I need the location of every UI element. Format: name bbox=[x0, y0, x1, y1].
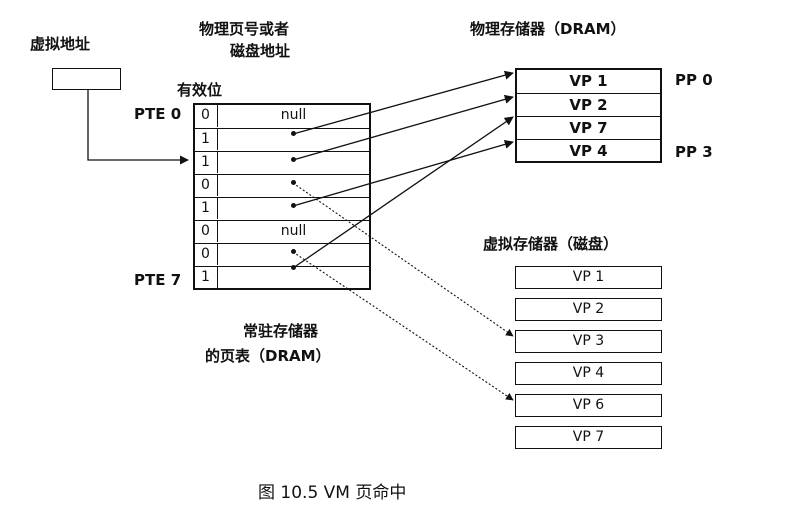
entry-cell: null bbox=[280, 107, 307, 123]
disk-page: VP 3 bbox=[515, 330, 662, 353]
phys-page-or-disk-label-2: 磁盘地址 bbox=[230, 42, 291, 60]
valid-bit-cell: 1 bbox=[195, 129, 218, 150]
table-row: 0 null bbox=[195, 105, 369, 127]
disk-page: VP 6 bbox=[515, 394, 662, 417]
valid-bit-label: 有效位 bbox=[177, 81, 223, 99]
table-row: 1 bbox=[195, 266, 369, 288]
figure-caption: 图 10.5 VM 页命中 bbox=[258, 483, 407, 503]
entry-cell: null bbox=[280, 223, 307, 239]
virtual-address-box bbox=[52, 68, 121, 90]
physical-page: VP 4 bbox=[517, 139, 660, 162]
physical-page: VP 7 bbox=[517, 116, 660, 139]
table-row: 1 bbox=[195, 128, 369, 150]
disk-page: VP 2 bbox=[515, 298, 662, 321]
table-row: 1 bbox=[195, 151, 369, 173]
physical-memory: VP 1 VP 2 VP 7 VP 4 bbox=[515, 68, 662, 163]
pointer-dot bbox=[291, 180, 296, 185]
disk-page: VP 1 bbox=[515, 266, 662, 289]
page-table: 0 null 1 1 0 1 0 null 0 1 bbox=[193, 103, 371, 290]
pte1-to-vp1-arrow bbox=[292, 70, 514, 135]
pp-first-label: PP 0 bbox=[675, 71, 713, 89]
pte3-to-disk-vp3-arrow bbox=[292, 182, 514, 337]
valid-bit-cell: 1 bbox=[195, 198, 218, 219]
physical-memory-title: 物理存储器（DRAM） bbox=[470, 20, 626, 38]
disk-page: VP 4 bbox=[515, 362, 662, 385]
physical-page: VP 1 bbox=[569, 72, 608, 90]
valid-bit-cell: 0 bbox=[195, 175, 218, 196]
pte4-to-vp4-arrow bbox=[292, 139, 514, 207]
physical-page: VP 2 bbox=[517, 93, 660, 116]
valid-bit-cell: 0 bbox=[195, 244, 218, 265]
table-row: 1 bbox=[195, 197, 369, 219]
pte-last-label: PTE 7 bbox=[134, 271, 182, 289]
resident-table-label-1: 常驻存储器 bbox=[243, 322, 319, 340]
pte7-to-vp7-arrow bbox=[292, 116, 514, 269]
table-row: 0 bbox=[195, 174, 369, 196]
virtual-address-label: 虚拟地址 bbox=[30, 35, 91, 53]
va-to-pte-arrow bbox=[87, 90, 189, 165]
pte2-to-vp2-arrow bbox=[292, 94, 514, 161]
disk-page: VP 7 bbox=[515, 426, 662, 449]
pte-first-label: PTE 0 bbox=[134, 105, 182, 123]
valid-bit-cell: 1 bbox=[195, 152, 218, 173]
resident-table-label-2: 的页表（DRAM） bbox=[205, 347, 331, 365]
phys-page-or-disk-label-1: 物理页号或者 bbox=[199, 20, 290, 38]
valid-bit-cell: 1 bbox=[195, 267, 218, 288]
table-row: 0 null bbox=[195, 220, 369, 242]
table-row: 0 bbox=[195, 243, 369, 265]
pp-last-label: PP 3 bbox=[675, 143, 713, 161]
valid-bit-cell: 0 bbox=[195, 221, 218, 242]
pte6-to-disk-vp6-arrow bbox=[292, 251, 514, 401]
valid-bit-cell: 0 bbox=[195, 105, 218, 127]
pointer-dot bbox=[291, 249, 296, 254]
virtual-memory-title: 虚拟存储器（磁盘） bbox=[483, 235, 619, 253]
